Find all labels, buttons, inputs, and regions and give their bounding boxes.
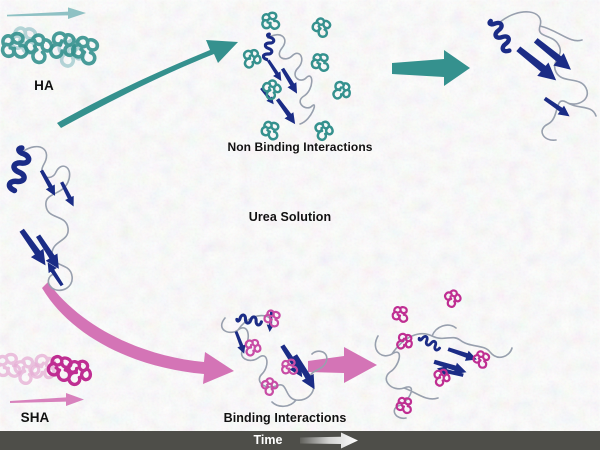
sha-curved-arrow <box>42 282 234 384</box>
non-binding-interactions-label: Non Binding Interactions <box>227 140 373 154</box>
sha-label: SHA <box>20 410 50 425</box>
ha-label: HA <box>34 78 54 93</box>
time-arrow-icon <box>300 432 358 449</box>
time-label: Time <box>253 433 283 447</box>
time-axis-bar: Time <box>0 431 600 450</box>
ha-curved-arrow <box>57 40 238 128</box>
protein-with-free-ha <box>241 11 353 143</box>
binding-result-arrow <box>308 347 377 383</box>
protein-native-left <box>8 147 78 292</box>
binding-interactions-label: Binding Interactions <box>223 411 347 425</box>
ha-polymer-chain <box>0 22 105 70</box>
bound-sha-molecules-unfolded <box>390 287 494 416</box>
ha-legend-arrow <box>7 7 86 20</box>
protein-native-right <box>488 11 597 141</box>
protein-with-bound-sha <box>220 306 328 408</box>
free-ha-molecules <box>241 11 353 143</box>
urea-solution-label: Urea Solution <box>248 210 332 224</box>
non-binding-result-arrow <box>392 50 470 86</box>
sha-polymer-chain <box>0 351 93 388</box>
protein-unfolding-right <box>374 287 513 420</box>
sha-legend-arrow <box>10 393 84 406</box>
